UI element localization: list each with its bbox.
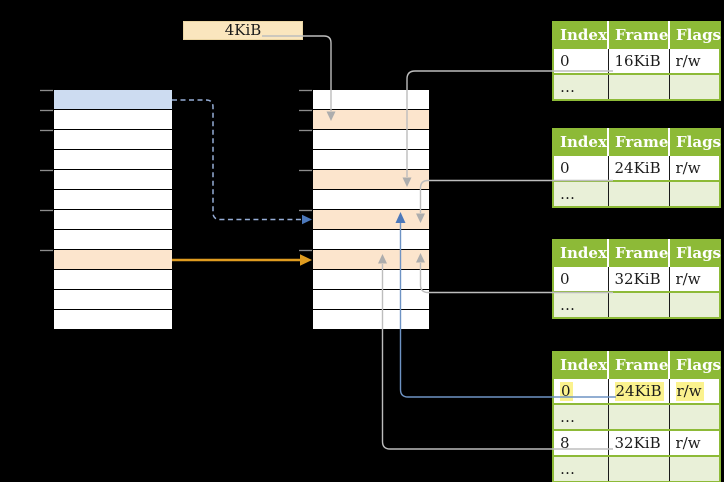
physical-frame-row	[313, 269, 429, 289]
table-row: 8 32KiB r/w	[553, 429, 720, 456]
table-row-ellipsis: …	[553, 403, 720, 430]
virtual-page-row	[54, 149, 172, 169]
physical-frame-row-highlighted	[313, 249, 429, 269]
table-row-selected: 0 24KiB r/w	[553, 377, 720, 404]
virtual-page-row	[54, 269, 172, 289]
highlighted-value: r/w	[675, 382, 704, 401]
physical-memory-column	[312, 89, 430, 330]
frame-cell: 24KiB	[607, 154, 669, 181]
virtual-page-row	[54, 169, 172, 189]
frame-cell	[607, 291, 669, 318]
virtual-memory-column	[53, 89, 173, 330]
table-header-row: Index Frame Flags	[553, 240, 721, 266]
flags-cell	[668, 73, 720, 100]
physical-frame-row	[313, 229, 429, 249]
index-cell: …	[553, 403, 608, 430]
physical-frame-row	[313, 189, 429, 209]
table-header-row: Index Frame Flags	[553, 129, 721, 155]
virtual-page-row-highlighted	[54, 90, 172, 109]
virtual-page-row	[54, 289, 172, 309]
physical-frame-row-highlighted	[313, 169, 429, 189]
index-cell: …	[553, 73, 608, 100]
index-cell: …	[553, 291, 608, 318]
column-header-index: Index	[553, 22, 608, 48]
frame-cell	[607, 455, 669, 482]
flags-cell	[668, 180, 720, 207]
table-row-ellipsis: …	[553, 291, 720, 318]
virtual-page-row	[54, 309, 172, 329]
frame-cell: 16KiB	[607, 47, 669, 74]
frame-size-label: 4KiB	[183, 21, 303, 40]
physical-frame-row	[313, 90, 429, 109]
physical-frame-row-highlighted	[313, 109, 429, 129]
flags-cell: r/w	[668, 47, 720, 74]
table-header-row: Index Frame Flags	[553, 352, 721, 378]
index-cell: 0	[553, 154, 608, 181]
frame-cell: 32KiB	[607, 265, 669, 292]
table-row: 0 32KiB r/w	[553, 265, 720, 292]
virtual-page-row	[54, 109, 172, 129]
highlighted-value: 0	[560, 382, 573, 401]
table-row: 0 24KiB r/w	[553, 154, 720, 181]
page-table-1: Index Frame Flags 0 16KiB r/w …	[552, 21, 721, 101]
virtual-page-row	[54, 209, 172, 229]
flags-cell: r/w	[668, 377, 720, 404]
index-cell: 0	[553, 265, 608, 292]
physical-frame-row	[313, 289, 429, 309]
column-header-flags: Flags	[668, 240, 721, 266]
table-row: 0 16KiB r/w	[553, 47, 720, 74]
column-header-frame: Frame	[607, 22, 669, 48]
table-row-ellipsis: …	[553, 73, 720, 100]
page-table-3: Index Frame Flags 0 32KiB r/w …	[552, 239, 721, 319]
page-table-2: Index Frame Flags 0 24KiB r/w …	[552, 128, 721, 208]
virtual-page-row	[54, 229, 172, 249]
column-header-index: Index	[553, 129, 608, 155]
table-header-row: Index Frame Flags	[553, 22, 721, 48]
column-header-frame: Frame	[607, 129, 669, 155]
flags-cell	[668, 403, 720, 430]
column-header-index: Index	[553, 240, 608, 266]
flags-cell: r/w	[668, 154, 720, 181]
physical-frame-row-highlighted	[313, 209, 429, 229]
virtual-page-row	[54, 189, 172, 209]
page-table-4: Index Frame Flags 0 24KiB r/w … 8 32KiB …	[552, 351, 721, 482]
virtual-page-row-mapped	[54, 249, 172, 269]
physical-frame-row	[313, 129, 429, 149]
frame-cell	[607, 180, 669, 207]
column-header-frame: Frame	[607, 352, 669, 378]
table-row-ellipsis: …	[553, 180, 720, 207]
table-row-ellipsis: …	[553, 455, 720, 482]
frame-cell	[607, 73, 669, 100]
highlighted-value: 24KiB	[614, 382, 664, 401]
flags-cell: r/w	[668, 265, 720, 292]
flags-cell: r/w	[668, 429, 720, 456]
column-header-flags: Flags	[668, 352, 721, 378]
index-cell: 0	[553, 47, 608, 74]
column-header-flags: Flags	[668, 22, 721, 48]
mapping-orange-arrow	[172, 254, 312, 266]
column-header-index: Index	[553, 352, 608, 378]
frame-cell: 24KiB	[607, 377, 669, 404]
physical-frame-row	[313, 309, 429, 329]
flags-cell	[668, 291, 720, 318]
translation-dashed-arrow	[172, 99, 312, 225]
index-cell: …	[553, 180, 608, 207]
frame-cell	[607, 403, 669, 430]
frame-cell: 32KiB	[607, 429, 669, 456]
column-header-flags: Flags	[668, 129, 721, 155]
virtual-page-row	[54, 129, 172, 149]
flags-cell	[668, 455, 720, 482]
physical-frame-row	[313, 149, 429, 169]
index-cell: …	[553, 455, 608, 482]
index-cell: 8	[553, 429, 608, 456]
index-cell: 0	[553, 377, 608, 404]
column-header-frame: Frame	[607, 240, 669, 266]
